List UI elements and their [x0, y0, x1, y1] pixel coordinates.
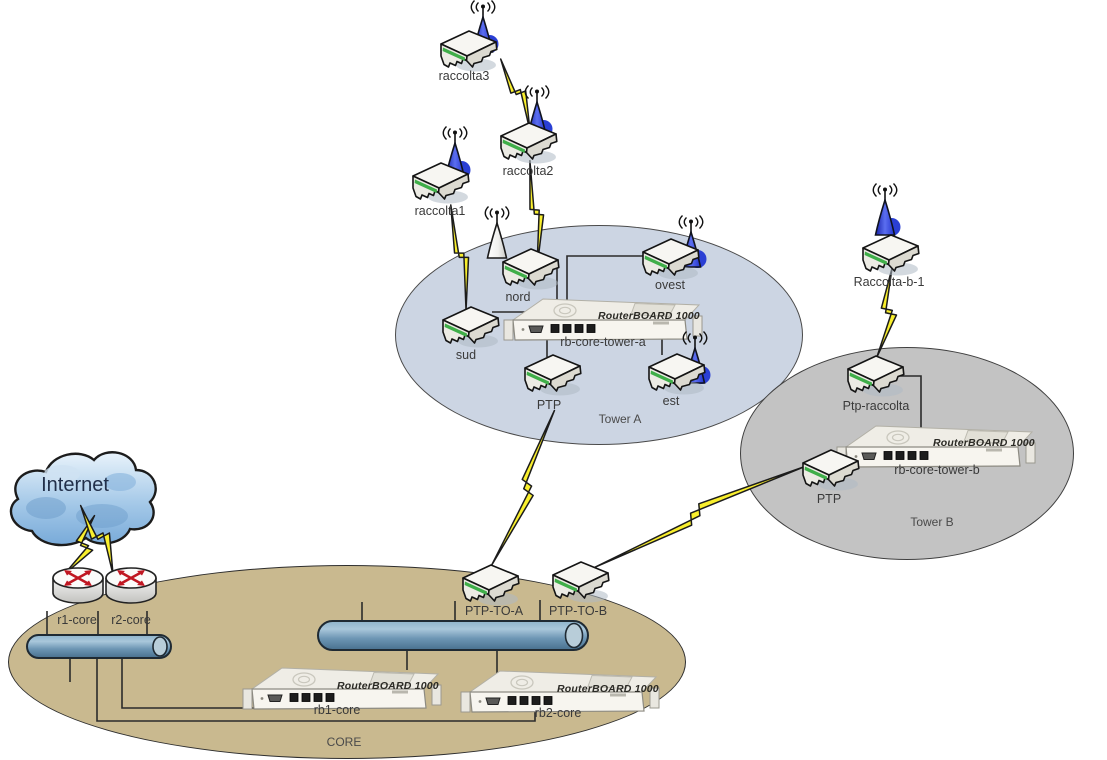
node-label: raccolta1: [414, 204, 466, 218]
node-label: PTP-TO-B: [548, 604, 608, 618]
access-point-icon: [502, 248, 560, 291]
router-icon: [104, 566, 158, 605]
access-point-icon: [412, 162, 470, 205]
node-label: ovest: [655, 278, 685, 292]
node-label: rb2-core: [534, 706, 582, 720]
node-label: PTP: [816, 492, 842, 506]
core-switch-central-cylinder: [317, 620, 589, 651]
access-point-icon: [500, 122, 558, 165]
access-point-icon: [642, 238, 700, 281]
zone-label-tower-a: Tower A: [598, 412, 642, 426]
node-label: PTP-TO-A: [464, 604, 524, 618]
zone-label-tower-b: Tower B: [910, 515, 954, 529]
routerboard-brand-text: RouterBOARD 1000: [337, 680, 439, 692]
node-label: rb1-core: [313, 703, 361, 717]
node-label: rb-core-tower-a: [560, 335, 646, 349]
routerboard-brand-text: RouterBOARD 1000: [598, 310, 700, 322]
node-label: Raccolta-b-1: [853, 275, 925, 289]
router-icon: [51, 566, 105, 605]
core-switch-left-cylinder: [26, 634, 172, 659]
node-label: sud: [455, 348, 477, 362]
node-label: Ptp-raccolta: [842, 399, 910, 413]
routerboard-brand-text: RouterBOARD 1000: [557, 683, 659, 695]
access-point-icon: [847, 355, 905, 398]
node-label: est: [662, 394, 680, 408]
node-label: raccolta3: [438, 69, 490, 83]
internet-label: Internet: [41, 474, 109, 496]
access-point-icon: [440, 30, 498, 73]
node-label: r1-core: [57, 613, 97, 627]
cloud-icon: [9, 451, 157, 547]
access-point-icon: [442, 306, 500, 349]
access-point-icon: [462, 564, 520, 607]
node-label: PTP: [536, 398, 562, 412]
node-label: rb-core-tower-b: [894, 463, 980, 477]
access-point-icon: [552, 561, 610, 604]
zone-label-core: CORE: [326, 735, 362, 749]
node-label: raccolta2: [502, 164, 554, 178]
access-point-icon: [802, 449, 860, 492]
access-point-icon: [862, 234, 920, 277]
node-label: nord: [505, 290, 531, 304]
access-point-icon: [524, 354, 582, 397]
node-label: r2-core: [111, 613, 151, 627]
routerboard-brand-text: RouterBOARD 1000: [933, 437, 1035, 449]
access-point-icon: [648, 353, 706, 396]
